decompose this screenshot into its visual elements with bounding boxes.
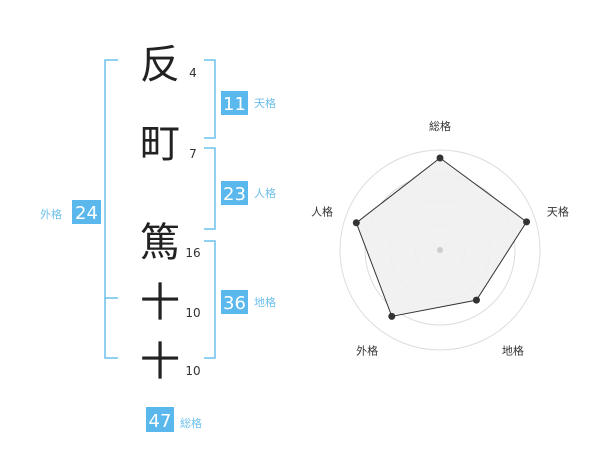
radar-polygon [355, 157, 528, 317]
right-brackets [204, 59, 216, 359]
gaikaku-bracket [104, 59, 118, 359]
jinkaku-bracket [204, 147, 216, 230]
radar-center-dot [437, 247, 443, 253]
stroke-counts: 4 7 16 10 10 [185, 66, 200, 378]
name-char-3: 篤 [140, 220, 180, 266]
gaikaku-value: 24 [75, 203, 98, 224]
chikaku-label: 地格 [254, 295, 276, 309]
radar-point-2 [523, 218, 531, 226]
soukaku-label: 総格 [180, 416, 202, 430]
gaikaku-label: 外格 [40, 207, 62, 221]
name-char-2: 町 [140, 121, 180, 167]
name-char-1: 反 [140, 42, 180, 88]
radar-point-1 [436, 154, 444, 162]
radar-axis-label-3: 地格 [502, 343, 524, 357]
jinkaku-label: 人格 [254, 186, 276, 200]
name-characters: 反 町 篤 十 十 [140, 42, 180, 385]
tenkaku-label: 天格 [254, 96, 276, 110]
radar-axis-label-1: 総格 [429, 119, 451, 133]
jinkaku-badge: 23 人格 [221, 181, 276, 205]
name-char-4: 十 [140, 280, 180, 326]
radar-axis-label-2: 天格 [547, 205, 569, 219]
soukaku-badge: 47 総格 [146, 407, 202, 432]
chikaku-badge: 36 地格 [221, 290, 276, 314]
stroke-count-3: 16 [185, 246, 200, 260]
radar-point-5 [352, 219, 360, 227]
tenkaku-badge: 11 天格 [221, 91, 276, 115]
soukaku-value: 47 [149, 411, 172, 432]
chikaku-bracket [204, 240, 216, 359]
radar-point-4 [388, 312, 396, 320]
gaikaku-badge: 外格 24 [40, 200, 101, 224]
radar-axis-label-5: 人格 [311, 205, 333, 219]
tenkaku-bracket [204, 59, 216, 139]
jinkaku-value: 23 [223, 184, 246, 205]
radar-axis-label-4: 外格 [356, 343, 378, 357]
stroke-count-5: 10 [185, 364, 200, 378]
stroke-count-2: 7 [189, 147, 197, 161]
chikaku-value: 36 [223, 293, 246, 314]
stroke-count-4: 10 [185, 306, 200, 320]
name-char-5: 十 [140, 339, 180, 385]
tenkaku-value: 11 [223, 94, 246, 115]
radar-point-3 [472, 296, 480, 304]
stroke-count-1: 4 [189, 66, 197, 80]
